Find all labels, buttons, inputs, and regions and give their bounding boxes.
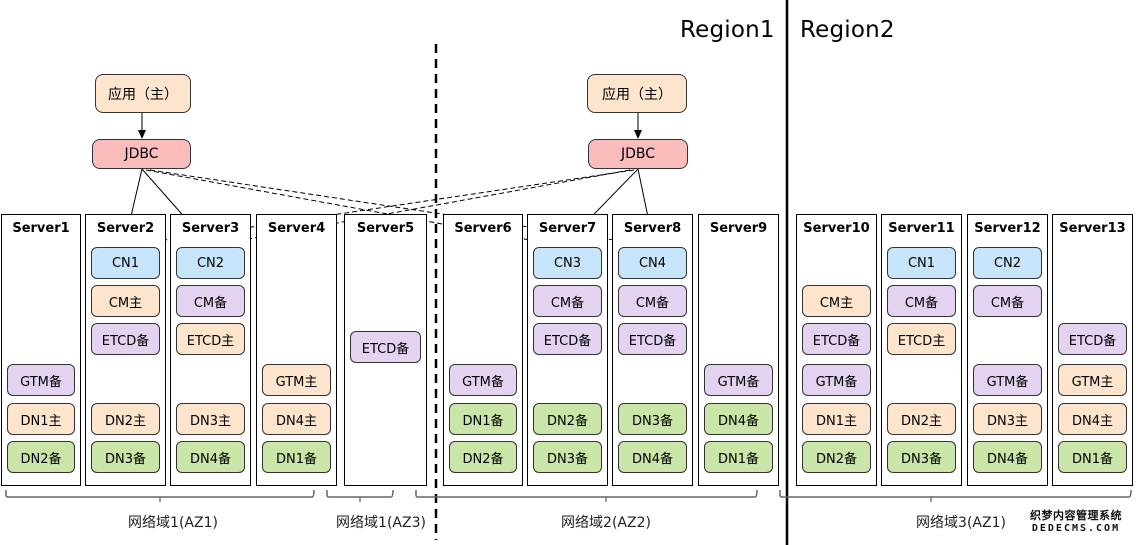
jdbc-driver-left: JDBC bbox=[92, 139, 191, 169]
component-standby: CM备 bbox=[973, 285, 1042, 317]
component-primary: CM主 bbox=[802, 285, 871, 317]
server-title: Server11 bbox=[888, 221, 955, 236]
region-label-region1: Region1 bbox=[680, 17, 775, 43]
component-cn: CN3 bbox=[533, 247, 602, 279]
server-title: Server1 bbox=[12, 221, 70, 236]
component-standby: CM备 bbox=[618, 285, 687, 317]
component-primary: DN4主 bbox=[1058, 403, 1127, 435]
component-standby: ETCD备 bbox=[802, 323, 871, 355]
component-standby: ETCD备 bbox=[350, 331, 421, 364]
component-primary: CM主 bbox=[91, 285, 160, 317]
zone-bracket-az2 bbox=[415, 489, 758, 498]
component-standby: GTM备 bbox=[7, 364, 75, 396]
component-primary: ETCD主 bbox=[176, 323, 245, 355]
component-standby: ETCD备 bbox=[533, 323, 602, 355]
jdbc-right-to-cn1-dashed-arrow bbox=[123, 169, 635, 249]
component-dn-standby: DN3备 bbox=[91, 441, 160, 473]
component-primary: DN2主 bbox=[887, 403, 956, 435]
component-dn-standby: DN3备 bbox=[887, 441, 956, 473]
component-primary: GTM主 bbox=[1058, 364, 1127, 396]
server-title: Server7 bbox=[538, 221, 597, 236]
jdbc-driver-right: JDBC bbox=[588, 139, 688, 169]
component-dn-standby: DN3备 bbox=[618, 403, 687, 435]
server-title: Server9 bbox=[709, 221, 768, 236]
component-dn-standby: DN3备 bbox=[533, 441, 602, 473]
zone-bracket-az3 bbox=[326, 489, 394, 498]
component-cn: CN4 bbox=[618, 247, 687, 279]
server-title: Server4 bbox=[267, 221, 326, 236]
component-standby: GTM备 bbox=[973, 364, 1042, 396]
zone-label-region2-az1: 网络域3(AZ1) bbox=[916, 515, 1006, 531]
server-title: Server13 bbox=[1059, 221, 1126, 236]
component-standby: GTM备 bbox=[802, 364, 871, 396]
server-title: Server10 bbox=[803, 221, 870, 236]
component-standby: CM备 bbox=[176, 285, 245, 317]
zone-label-az2: 网络域2(AZ2) bbox=[561, 515, 651, 531]
component-standby: ETCD备 bbox=[1058, 323, 1127, 355]
component-dn-standby: DN2备 bbox=[802, 441, 871, 473]
server-title: Server5 bbox=[356, 221, 415, 236]
region-label-region2: Region2 bbox=[800, 17, 895, 43]
app-primary-left: 应用（主） bbox=[95, 74, 191, 113]
component-primary: DN3主 bbox=[973, 403, 1042, 435]
server-title: Server12 bbox=[974, 221, 1041, 236]
component-primary: DN4主 bbox=[262, 403, 331, 435]
component-primary: DN2主 bbox=[91, 403, 160, 435]
watermark-line1: 织梦内容管理系统 bbox=[1030, 509, 1122, 522]
component-standby: GTM备 bbox=[704, 364, 773, 396]
zone-bracket-region2-az1 bbox=[779, 489, 1132, 498]
component-primary: GTM主 bbox=[262, 364, 331, 396]
component-primary: DN1主 bbox=[802, 403, 871, 435]
component-dn-standby: DN4备 bbox=[704, 403, 773, 435]
zone-bracket-az1 bbox=[5, 489, 315, 498]
component-standby: ETCD备 bbox=[618, 323, 687, 355]
server-title: Server3 bbox=[181, 221, 240, 236]
component-standby: GTM备 bbox=[449, 364, 517, 396]
component-dn-standby: DN2备 bbox=[7, 441, 75, 473]
app-primary-right: 应用（主） bbox=[587, 74, 687, 113]
server-title: Server8 bbox=[623, 221, 682, 236]
component-dn-standby: DN1备 bbox=[704, 441, 773, 473]
component-standby: CM备 bbox=[533, 285, 602, 317]
component-standby: CM备 bbox=[887, 285, 956, 317]
component-dn-standby: DN1备 bbox=[262, 441, 331, 473]
component-cn: CN2 bbox=[973, 247, 1042, 279]
component-dn-standby: DN4备 bbox=[618, 441, 687, 473]
server-title: Server2 bbox=[96, 221, 155, 236]
component-dn-standby: DN1备 bbox=[449, 403, 517, 435]
watermark: 织梦内容管理系统 DEDECMS.COM bbox=[1030, 509, 1122, 535]
component-dn-standby: DN4备 bbox=[973, 441, 1042, 473]
component-cn: CN2 bbox=[176, 247, 245, 279]
watermark-line2: DEDECMS.COM bbox=[1031, 523, 1121, 534]
component-primary: DN3主 bbox=[176, 403, 245, 435]
component-primary: DN1主 bbox=[7, 403, 75, 435]
component-cn: CN1 bbox=[887, 247, 956, 279]
component-primary: ETCD主 bbox=[887, 323, 956, 355]
zone-label-az3: 网络域1(AZ3) bbox=[336, 515, 426, 531]
zone-label-az1: 网络域1(AZ1) bbox=[128, 515, 218, 531]
component-dn-standby: DN2备 bbox=[533, 403, 602, 435]
component-cn: CN1 bbox=[91, 247, 160, 279]
component-dn-standby: DN2备 bbox=[449, 441, 517, 473]
component-dn-standby: DN4备 bbox=[176, 441, 245, 473]
server-title: Server6 bbox=[454, 221, 512, 236]
component-standby: ETCD备 bbox=[91, 323, 160, 355]
component-dn-standby: DN1备 bbox=[1058, 441, 1127, 473]
